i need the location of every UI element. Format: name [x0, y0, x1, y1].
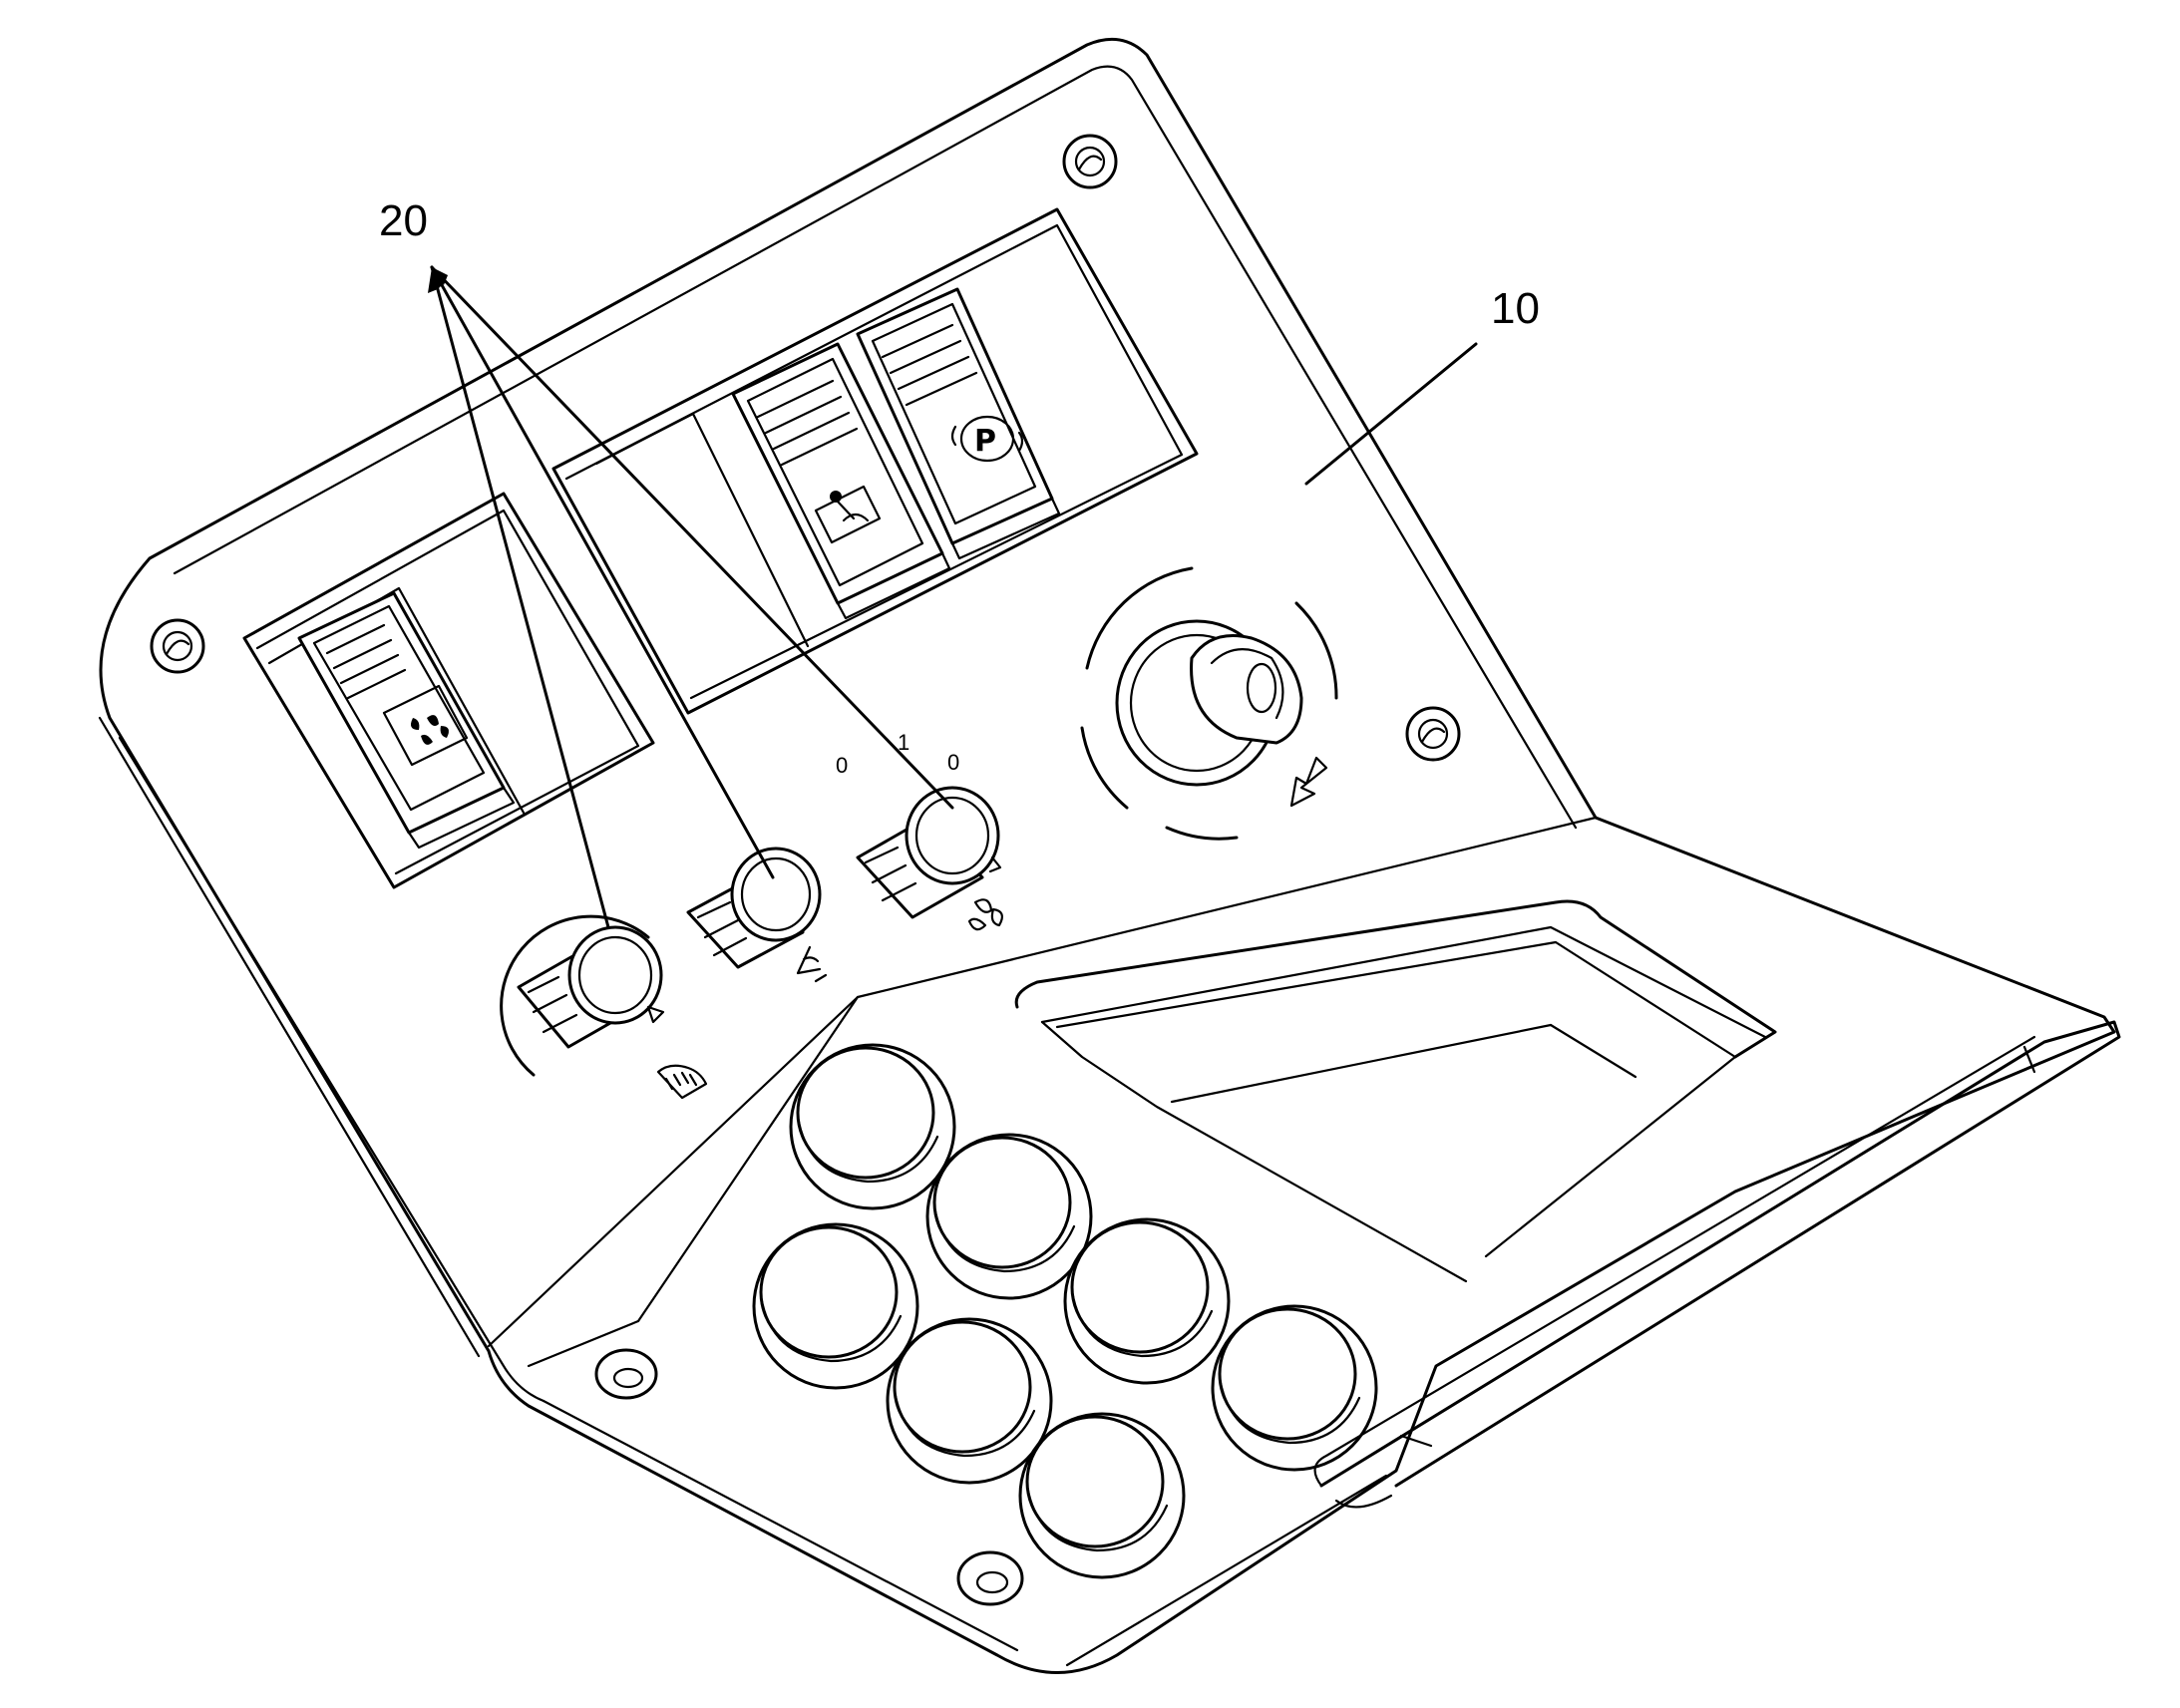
knob-position-0-left: 0	[836, 753, 848, 778]
blower-knob[interactable]	[856, 786, 1002, 919]
blower-fan-icon	[967, 898, 1003, 931]
blank-button[interactable]	[752, 1222, 919, 1390]
blank-button[interactable]	[925, 1133, 1093, 1300]
blank-button[interactable]	[1211, 1304, 1378, 1472]
blank-button[interactable]	[1018, 1412, 1186, 1579]
reference-label-20: 20	[379, 196, 428, 245]
leader-20-airflow	[430, 265, 775, 879]
joystick-icon	[814, 485, 882, 544]
parking-brake-icon: P	[950, 415, 1024, 463]
hinge-edge	[1313, 1020, 2121, 1509]
reference-label-10: 10	[1491, 284, 1540, 333]
panel-housing	[98, 37, 2116, 1674]
parking-letter: P	[974, 424, 996, 459]
knob-scale-markings: 0 1 0	[836, 730, 959, 778]
blank-button[interactable]	[1063, 1217, 1231, 1385]
parking-brake-rocker-switch[interactable]: P	[856, 287, 1061, 560]
leader-10-panel	[1304, 342, 1478, 486]
airflow-icon	[796, 945, 828, 983]
mounting-screw-left	[150, 618, 205, 674]
blank-button[interactable]	[789, 1043, 956, 1210]
mounting-screw-bottom	[956, 1550, 1024, 1606]
fan-icon	[411, 715, 449, 745]
ignition-key-switch[interactable]	[1080, 566, 1338, 841]
blank-button-grid	[752, 1043, 1378, 1579]
storage-tray	[1014, 899, 1777, 1283]
airflow-knob[interactable]	[686, 847, 822, 969]
arrow-icon	[1289, 756, 1328, 808]
mounting-screw-top	[1062, 134, 1118, 189]
joystick-rocker-switch[interactable]	[731, 342, 951, 620]
leader-20-blower	[430, 265, 954, 810]
switch-bay-right	[551, 207, 1199, 715]
leader-20-defrost	[430, 265, 610, 929]
leader-lines	[428, 265, 1478, 929]
mounting-screw-right	[1405, 706, 1461, 762]
knob-position-1: 1	[898, 730, 909, 755]
blank-button[interactable]	[886, 1317, 1053, 1485]
knob-position-0-right: 0	[947, 750, 959, 775]
mounting-screw-lower-left	[594, 1348, 658, 1400]
defrost-knob[interactable]	[500, 914, 665, 1077]
rear-defrost-icon	[656, 1064, 708, 1100]
fan-rocker-switch[interactable]	[297, 591, 516, 850]
